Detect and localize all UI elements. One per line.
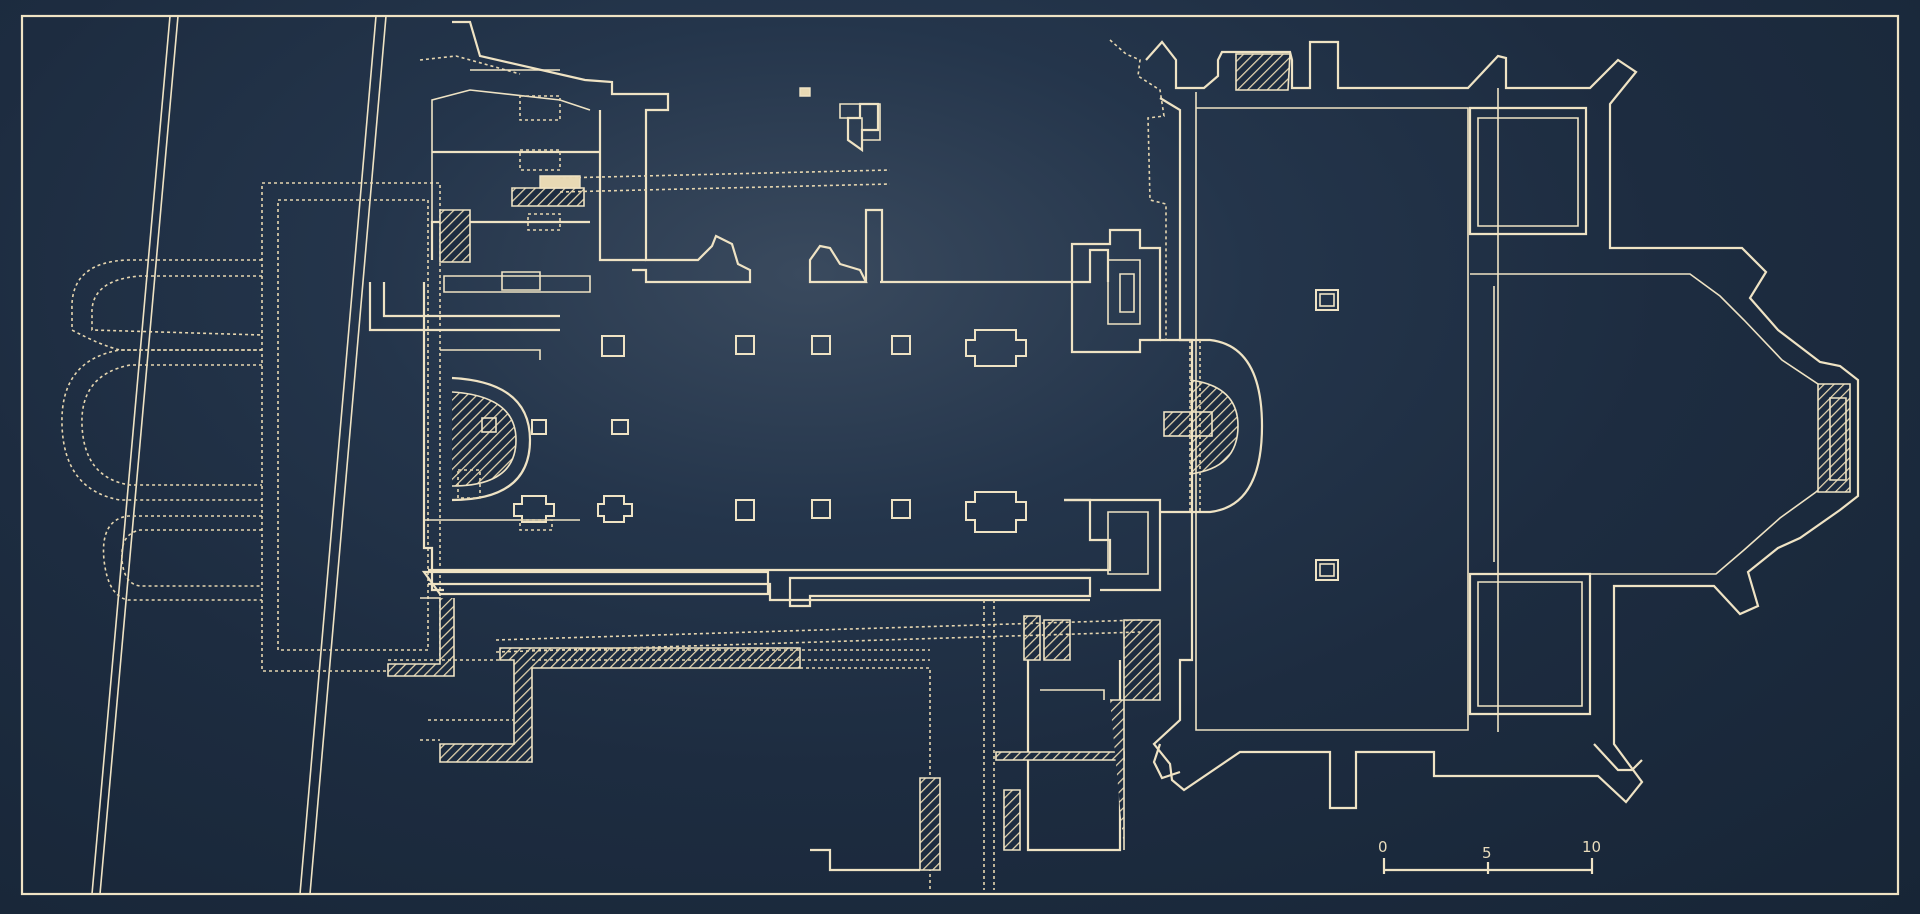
south-alignment-lines <box>388 619 1141 661</box>
frame-border <box>20 14 1900 896</box>
scale-tick-0: 0 <box>1378 838 1388 856</box>
nave-south-walls <box>421 498 1112 608</box>
west-facade <box>422 209 1090 602</box>
street-lines <box>91 15 387 895</box>
south-annex <box>387 597 995 890</box>
scale-tick-10: 10 <box>1582 838 1601 856</box>
scale-tick-5: 5 <box>1482 844 1492 862</box>
south-pier-row <box>513 419 1027 533</box>
main-church-body <box>1109 39 1860 810</box>
west-apse-feature <box>451 376 532 502</box>
north-pier-row <box>601 329 1027 367</box>
earlier-structure-outline <box>61 182 441 672</box>
scale-bar: 0 5 10 <box>1378 838 1601 874</box>
north-west-annex-details <box>419 55 891 531</box>
crossing-rooms <box>995 228 1162 852</box>
eastern-small-apse <box>1160 338 1264 514</box>
nave-north-walls <box>368 20 1110 332</box>
